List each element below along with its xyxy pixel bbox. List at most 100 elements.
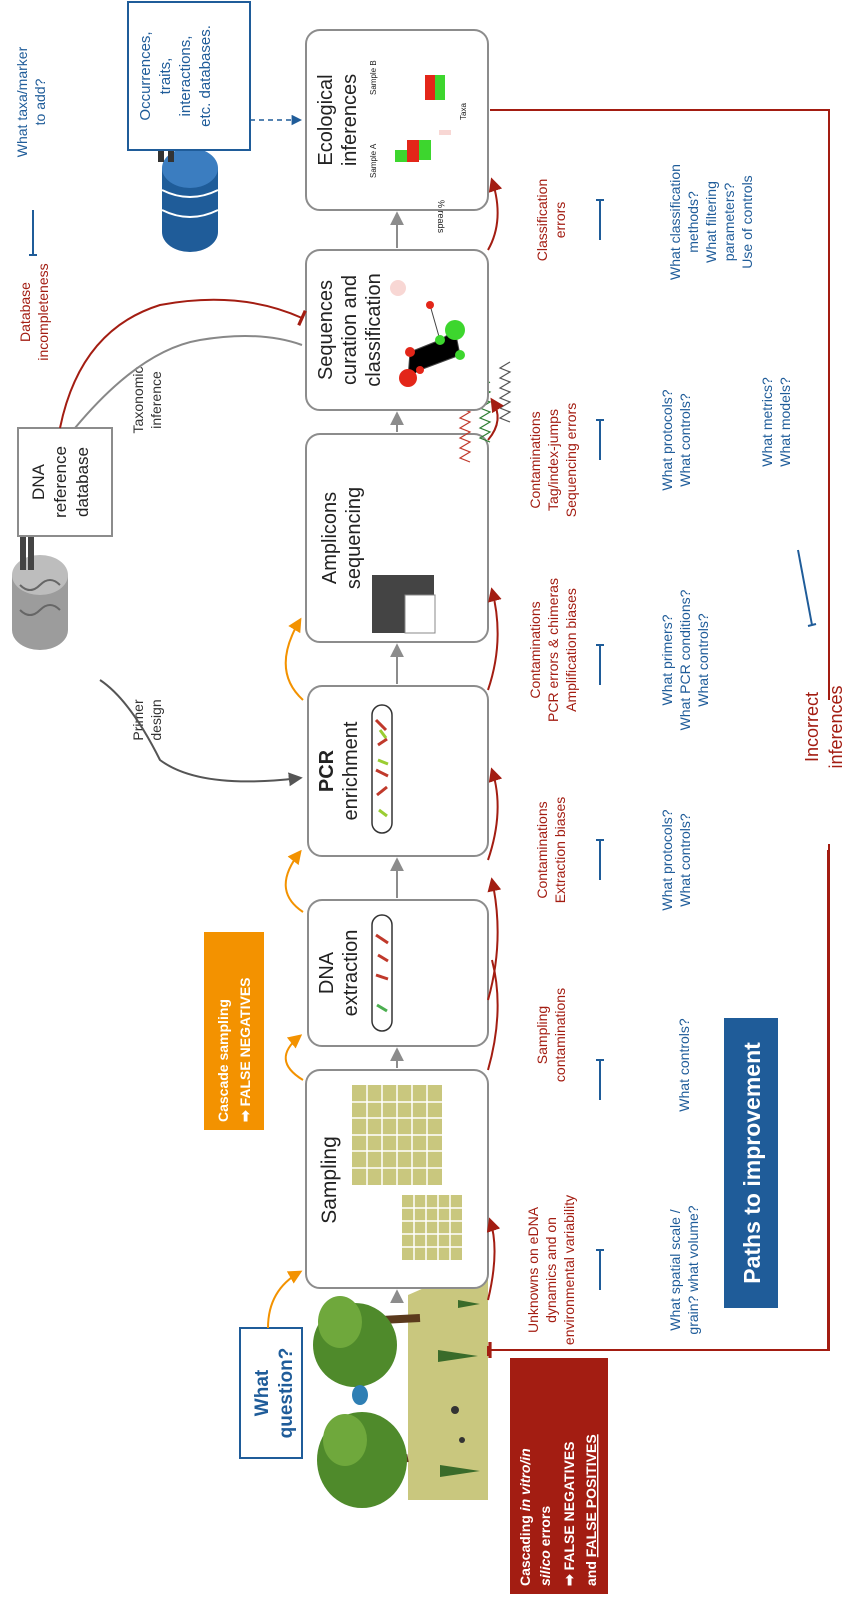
cascading-text-4a: and [583, 1557, 599, 1586]
mini-chart-xlabel: Taxa [459, 103, 468, 120]
bird-icon [352, 1385, 368, 1405]
mini-bar-chart: Sample A Sample B % reads Taxa [369, 60, 468, 233]
step-label: Sampling [318, 1136, 341, 1224]
error-labels: Unknowns on eDNA dynamics and on environ… [525, 179, 579, 1345]
svg-text:Contaminations: Contaminations [527, 601, 543, 698]
database-connectors [59, 298, 307, 787]
mini-chart-ylabel: % reads [436, 200, 446, 234]
svg-text:What PCR conditions?: What PCR conditions? [677, 589, 693, 730]
svg-text:Incorrect: Incorrect [802, 692, 822, 762]
question-box: What question? [239, 1327, 303, 1459]
svg-text:Contaminations: Contaminations [527, 411, 543, 508]
db-incompleteness-label: Database incompleteness [17, 263, 51, 360]
svg-text:dynamics and on: dynamics and on [543, 1217, 559, 1323]
chromatogram-icon [458, 361, 512, 463]
error-label-5: Classification errors [534, 179, 568, 261]
svg-text:What taxa/marker: What taxa/marker [14, 46, 30, 157]
question-label-4: What protocols? What controls? [659, 389, 693, 490]
step-label-2: inferences [339, 74, 361, 166]
cascade-sampling-box: Cascade sampling ➡ FALSE NEGATIVES [204, 932, 264, 1130]
mini-chart-sample-a: Sample A [369, 143, 378, 178]
taxa-icons-blue [158, 150, 174, 162]
question-line-1: What [252, 1369, 273, 1416]
svg-text:traits,: traits, [157, 58, 174, 95]
svg-text:What metrics?: What metrics? [759, 377, 775, 467]
step-amplicons-sequencing: Amplicons sequencing [305, 361, 512, 643]
svg-text:etc. databases.: etc. databases. [197, 25, 214, 127]
svg-text:Use of controls: Use of controls [739, 175, 755, 268]
step-ecological-inferences: Ecological inferences Sample A Sample B … [305, 29, 489, 234]
svg-text:Database: Database [17, 282, 33, 342]
svg-text:incompleteness: incompleteness [35, 263, 51, 360]
error-label-0: Unknowns on eDNA dynamics and on environ… [525, 1195, 577, 1345]
svg-text:DNA: DNA [29, 463, 48, 500]
taxonomic-inference-label: Taxonomic inference [130, 367, 164, 434]
step-label-1: Sequences [315, 280, 337, 380]
question-label-1: What controls? [676, 1018, 692, 1112]
step-label-3: classification [363, 273, 385, 386]
step-pcr-enrichment: PCR enrichment [307, 685, 489, 857]
svg-text:to add?: to add? [32, 78, 48, 125]
step-label-2: enrichment [340, 721, 362, 820]
step-label-1: PCR [316, 749, 338, 792]
metrics-question-label: What metrics? What models? [759, 377, 793, 467]
svg-text:What controls?: What controls? [677, 813, 693, 907]
svg-text:design: design [148, 699, 164, 740]
step-label-2: sequencing [343, 487, 365, 589]
question-line-2: question? [276, 1348, 297, 1439]
forest-illustration [313, 1260, 488, 1508]
step-label-1: DNA [316, 951, 338, 994]
occurrences-box: Occurrences, traits, interactions, etc. … [127, 1, 251, 151]
svg-text:What primers?: What primers? [659, 614, 675, 705]
svg-text:What classification: What classification [667, 164, 683, 280]
svg-text:What protocols?: What protocols? [659, 809, 675, 910]
svg-text:Amplification biases: Amplification biases [563, 588, 579, 712]
taxa-icons-gray [20, 520, 34, 570]
svg-text:What filtering: What filtering [703, 181, 719, 263]
cascading-errors-box: Cascading in vitro/in silico errors ➡ FA… [510, 1358, 608, 1594]
step-label-1: Ecological [315, 74, 337, 165]
svg-text:Contaminations: Contaminations [534, 801, 550, 898]
step-sequences-classification: Sequences curation and classification [305, 249, 489, 411]
reference-database-box: DNA reference database [17, 427, 113, 537]
question-connectors [29, 199, 817, 1290]
cascading-text-2b: errors [537, 1506, 553, 1551]
error-label-1: Sampling contaminations [534, 988, 568, 1082]
svg-text:PCR errors & chimeras: PCR errors & chimeras [545, 578, 561, 722]
svg-text:What spatial scale /: What spatial scale / [667, 1209, 683, 1330]
svg-text:Sequencing errors: Sequencing errors [563, 403, 579, 517]
svg-text:environmental variability: environmental variability [561, 1195, 577, 1345]
cascading-text-3: ➡ FALSE NEGATIVES [561, 1442, 577, 1587]
incorrect-inferences-label: Incorrect inferences [802, 685, 846, 1350]
step-sampling: Sampling [305, 1069, 489, 1289]
sampling-grid-large [352, 1085, 462, 1260]
svg-text:reference: reference [51, 446, 70, 518]
svg-text:inference: inference [148, 371, 164, 429]
question-label-2: What protocols? What controls? [659, 809, 693, 910]
occurrences-db-icon [158, 148, 219, 252]
error-arrows [486, 177, 504, 1301]
svg-text:Unknowns on eDNA: Unknowns on eDNA [525, 1206, 541, 1333]
svg-text:➡ FALSE NEGATIVES: ➡ FALSE NEGATIVES [237, 978, 253, 1123]
svg-text:What models?: What models? [777, 377, 793, 467]
question-label-0: What spatial scale / grain? what volume? [667, 1205, 701, 1334]
cascading-text-1b: in vitro/in [517, 1448, 533, 1511]
svg-text:contaminations: contaminations [552, 988, 568, 1082]
cascade-arrows [267, 617, 304, 1329]
svg-text:database: database [73, 447, 92, 517]
tube-icon [371, 914, 393, 1032]
question-label-3: What primers? What PCR conditions? What … [659, 589, 711, 730]
svg-text:Taxonomic: Taxonomic [130, 367, 146, 434]
error-label-3: Contaminations PCR errors & chimeras Amp… [527, 578, 579, 722]
svg-text:What controls?: What controls? [695, 613, 711, 707]
error-label-2: Contaminations Extraction biases [534, 797, 568, 904]
cascading-text-4b: FALSE POSITIVES [583, 1434, 599, 1557]
step-dna-extraction: DNA extraction [307, 899, 489, 1047]
svg-text:methods?: methods? [685, 191, 701, 253]
svg-text:interactions,: interactions, [177, 36, 194, 117]
error-label-4: Contaminations Tag/index-jumps Sequencin… [527, 403, 579, 517]
reference-database-icon [12, 520, 68, 650]
svg-text:Extraction biases: Extraction biases [552, 797, 568, 904]
svg-text:grain? what volume?: grain? what volume? [685, 1205, 701, 1334]
question-label-5: What classification methods? What filter… [667, 164, 755, 280]
